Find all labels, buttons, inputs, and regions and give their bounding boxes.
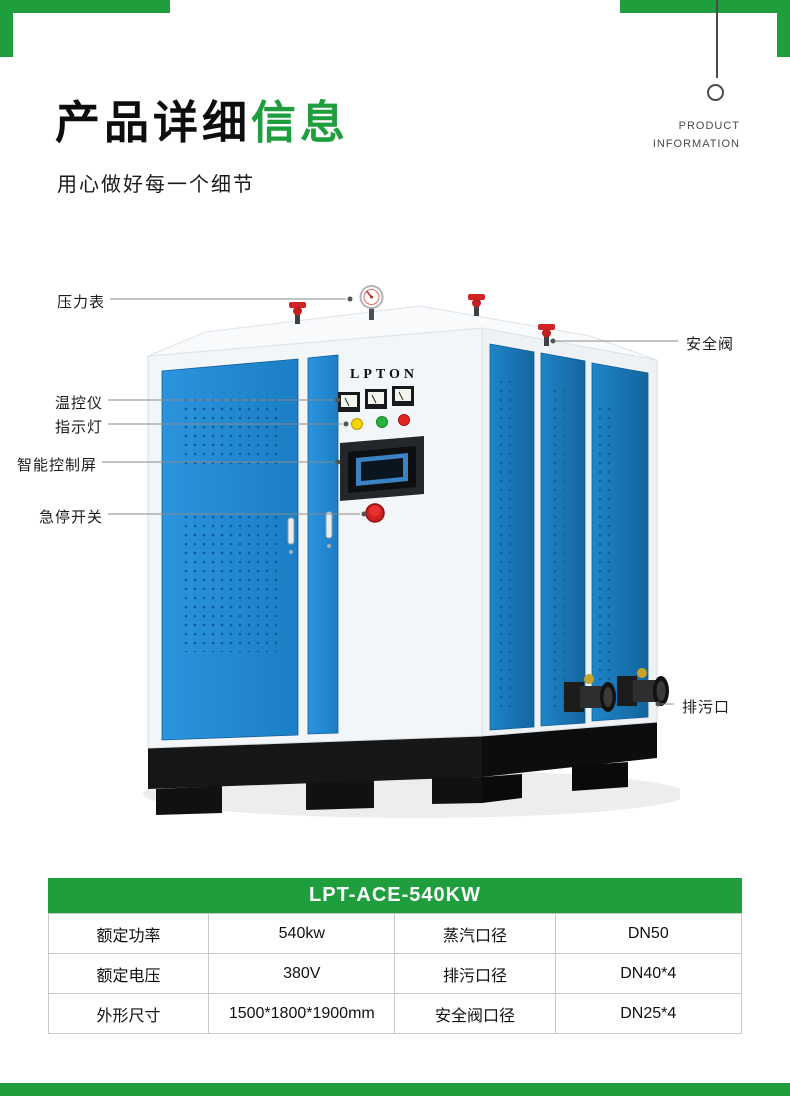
corner-decoration-top-right: [620, 0, 790, 57]
machine-illustration: LPTON: [120, 280, 687, 820]
spec-label: 蒸汽口径: [394, 913, 556, 954]
callout-pressure-gauge: 压力表: [57, 294, 106, 311]
english-caption-line2: INFORMATION: [652, 137, 740, 150]
emergency-stop-button: [365, 503, 385, 523]
spec-table: 额定功率 540kw 蒸汽口径 DN50 额定电压 380V 排污口径 DN40…: [47, 913, 743, 1034]
machine-roof: [147, 305, 658, 361]
safety-valve-right: [538, 324, 555, 346]
boiler-machine-image: LPTON: [143, 285, 687, 818]
callout-indicator-light: 指示灯: [55, 419, 104, 436]
spec-label: 外形尺寸: [47, 993, 210, 1034]
spec-value: 380V: [208, 953, 396, 994]
spec-label: 排污口径: [394, 953, 556, 994]
page-title-black: 产品详细: [55, 97, 252, 148]
spec-value: DN50: [554, 913, 743, 954]
circle-decoration: [707, 84, 724, 101]
english-caption-line1: PRODUCT: [678, 120, 740, 132]
vertical-line-decoration: [716, 0, 718, 78]
spec-table-section: LPT-ACE-540KW 额定功率 540kw 蒸汽口径 DN50 额定电压 …: [47, 878, 743, 1034]
temp-controller-meters: [338, 386, 414, 412]
safety-valve-middle: [468, 294, 485, 316]
page-subtitle: 用心做好每一个细节: [57, 174, 255, 196]
machine-front-face: [147, 327, 483, 749]
spec-value: 1500*1800*1900mm: [208, 993, 396, 1034]
door-handle: [287, 511, 333, 554]
table-row: 额定功率 540kw 蒸汽口径 DN50: [47, 913, 743, 954]
control-panel: LPTON: [338, 367, 424, 523]
callout-control-screen: 智能控制屏: [17, 457, 98, 474]
spec-label: 额定功率: [47, 913, 210, 954]
table-row: 外形尺寸 1500*1800*1900mm 安全阀口径 DN25*4: [47, 993, 743, 1034]
machine-base: [148, 722, 657, 815]
callout-safety-valve: 安全阀: [686, 336, 735, 353]
page-title: 产品详细信息: [55, 86, 349, 151]
callout-emergency-stop: 急停开关: [39, 509, 104, 526]
machine-side-face: [481, 327, 658, 737]
pressure-gauge: [359, 285, 384, 320]
table-row: 额定电压 380V 排污口径 DN40*4: [47, 953, 743, 994]
spec-value: DN40*4: [554, 953, 743, 994]
corner-decoration-top-left: [0, 0, 170, 57]
english-caption: PRODUCT INFORMATION: [653, 118, 740, 153]
indicator-lights: [351, 414, 410, 430]
callout-temp-controller: 温控仪: [55, 395, 104, 412]
safety-valve-left: [289, 302, 306, 324]
spec-table-title: LPT-ACE-540KW: [48, 878, 742, 913]
smart-control-screen: [340, 436, 424, 501]
bottom-green-bar: [0, 1083, 790, 1096]
spec-label: 额定电压: [47, 953, 210, 994]
drain-outlet: [564, 668, 669, 712]
spec-value: DN25*4: [554, 993, 743, 1034]
brand-text: LPTON: [350, 367, 418, 382]
spec-value: 540kw: [208, 913, 396, 954]
spec-label: 安全阀口径: [394, 993, 556, 1034]
page-title-green: 信息: [251, 97, 350, 148]
callout-drain-outlet: 排污口: [682, 699, 731, 716]
